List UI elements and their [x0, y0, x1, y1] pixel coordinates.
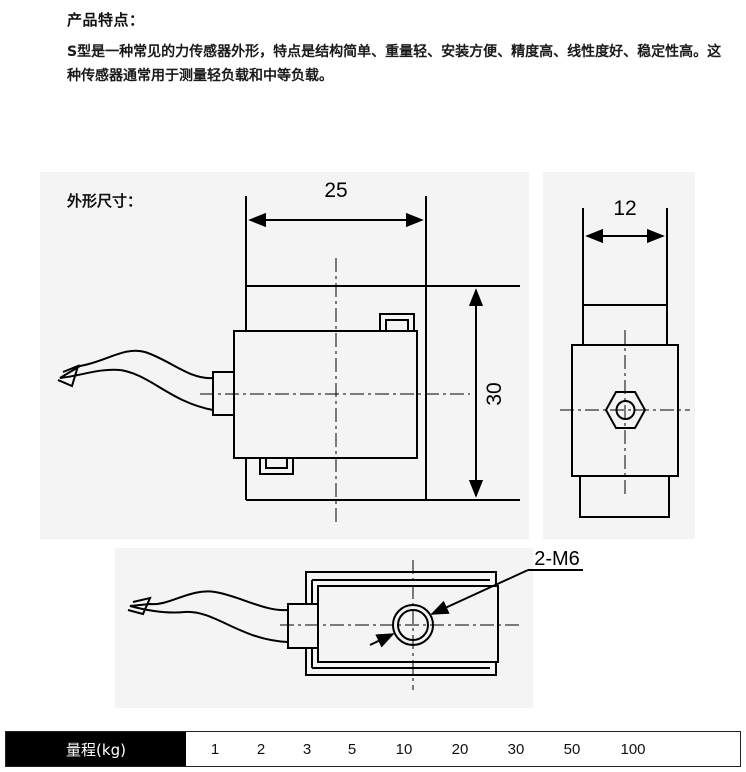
dimension-drawing: 25 30 12 2-M6 — [57, 179, 690, 690]
capacity-value: 1 — [210, 740, 220, 758]
capacity-table: 量程(kg) 1 2 3 5 10 20 30 50 100 — [5, 731, 741, 767]
thread-spec-label: 2-M6 — [534, 548, 580, 570]
front-view — [57, 196, 520, 501]
features-description: S型是一种常见的力传感器外形，特点是结构简单、重量轻、安装方便、精度高、线性度好… — [67, 44, 722, 84]
capacity-value: 5 — [347, 740, 357, 758]
width-dimension-value: 25 — [324, 179, 347, 202]
dimensions-label: 外形尺寸： — [67, 192, 143, 210]
capacity-value: 2 — [256, 740, 266, 758]
height-dimension-value: 30 — [483, 382, 506, 405]
top-view — [127, 569, 583, 676]
features-heading: 产品特点： — [67, 11, 145, 29]
capacity-value: 30 — [507, 740, 525, 758]
capacity-values-row: 1 2 3 5 10 20 30 50 100 — [186, 732, 740, 766]
capacity-value: 100 — [620, 740, 646, 758]
thread-leader-line — [430, 569, 529, 615]
capacity-value: 3 — [302, 740, 312, 758]
capacity-value: 50 — [563, 740, 581, 758]
capacity-value: 20 — [451, 740, 469, 758]
thickness-dimension-value: 12 — [613, 197, 636, 220]
capacity-header: 量程(kg) — [6, 732, 186, 766]
capacity-value: 10 — [395, 740, 413, 758]
